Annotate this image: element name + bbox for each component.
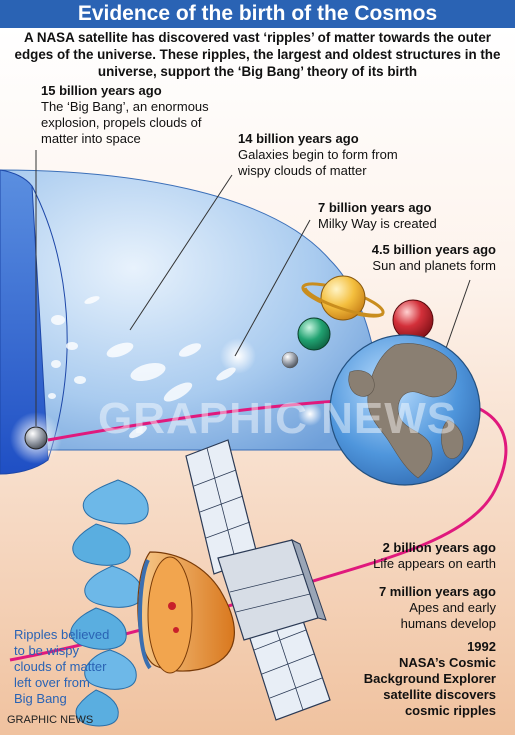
event-body: Milky Way is created <box>318 216 437 231</box>
ripples-note: Ripples believed to be wispy clouds of m… <box>14 627 110 706</box>
event-galaxies: 14 billion years ago Galaxies begin to f… <box>238 131 428 179</box>
star-glow <box>298 402 322 426</box>
event-body: Apes and early humans develop <box>400 600 496 631</box>
event-body: NASA’s Cosmic Background Explorer satell… <box>363 655 496 718</box>
event-milky-way: 7 billion years ago Milky Way is created <box>318 200 498 232</box>
event-heading: 4.5 billion years ago <box>371 242 496 257</box>
saturn <box>320 275 366 321</box>
page-title: Evidence of the birth of the Cosmos <box>0 0 515 28</box>
small-planet <box>281 351 299 369</box>
event-heading: 15 billion years ago <box>41 83 162 98</box>
credit: GRAPHIC NEWS <box>7 714 94 726</box>
event-sun-planets: 4.5 billion years ago Sun and planets fo… <box>330 242 496 274</box>
event-heading: 2 billion years ago <box>382 540 496 555</box>
star-glow <box>220 338 256 374</box>
earth-continents <box>348 343 464 479</box>
big-bang-core <box>24 426 48 450</box>
event-body: Sun and planets form <box>372 258 496 273</box>
event-heading: 14 billion years ago <box>238 131 359 146</box>
event-body: The ‘Big Bang’, an enormous explosion, p… <box>41 99 209 146</box>
event-life: 2 billion years ago Life appears on eart… <box>330 540 496 572</box>
galaxy-clouds <box>48 296 236 439</box>
event-satellite: 1992 NASA’s Cosmic Background Explorer s… <box>356 639 496 719</box>
red-planet <box>392 299 434 341</box>
event-apes: 7 million years ago Apes and early human… <box>370 584 496 632</box>
event-heading: 7 million years ago <box>378 584 496 599</box>
ripple-ribbon <box>70 479 149 727</box>
event-body: Life appears on earth <box>373 556 496 571</box>
green-planet <box>297 317 331 351</box>
intro-text: A NASA satellite has discovered vast ‘ri… <box>14 30 501 79</box>
event-heading: 1992 <box>467 639 496 654</box>
graphic-news-watermark: GRAPHIC NEWS <box>98 394 458 443</box>
cobe-satellite <box>137 539 327 674</box>
event-heading: 7 billion years ago <box>318 200 432 215</box>
event-body: Galaxies begin to form from wispy clouds… <box>238 147 398 178</box>
solar-panel-lower <box>245 605 331 721</box>
event-big-bang: 15 billion years ago The ‘Big Bang’, an … <box>41 83 221 147</box>
